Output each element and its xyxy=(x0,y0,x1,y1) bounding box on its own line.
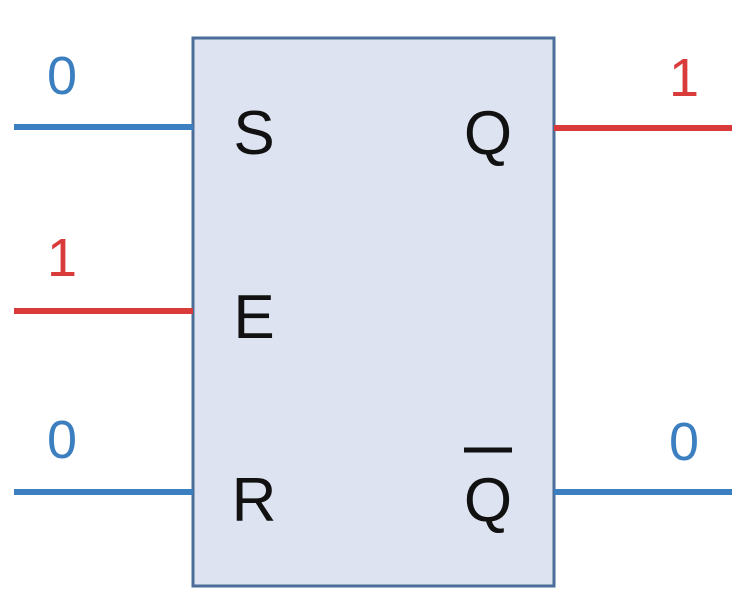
input-value-s: 0 xyxy=(47,46,77,106)
latch-body xyxy=(191,36,556,588)
input-value-r: 0 xyxy=(47,410,77,470)
output-value-q: 1 xyxy=(669,48,699,108)
pin-label-r: R xyxy=(232,466,277,535)
pin-label-s: S xyxy=(233,99,274,168)
pin-label-e: E xyxy=(233,283,274,352)
pin-label-q: Q xyxy=(464,99,512,168)
output-value-q-bar: 0 xyxy=(669,412,699,472)
input-value-e: 1 xyxy=(47,228,77,288)
pin-label-q-bar: Q xyxy=(464,466,512,535)
